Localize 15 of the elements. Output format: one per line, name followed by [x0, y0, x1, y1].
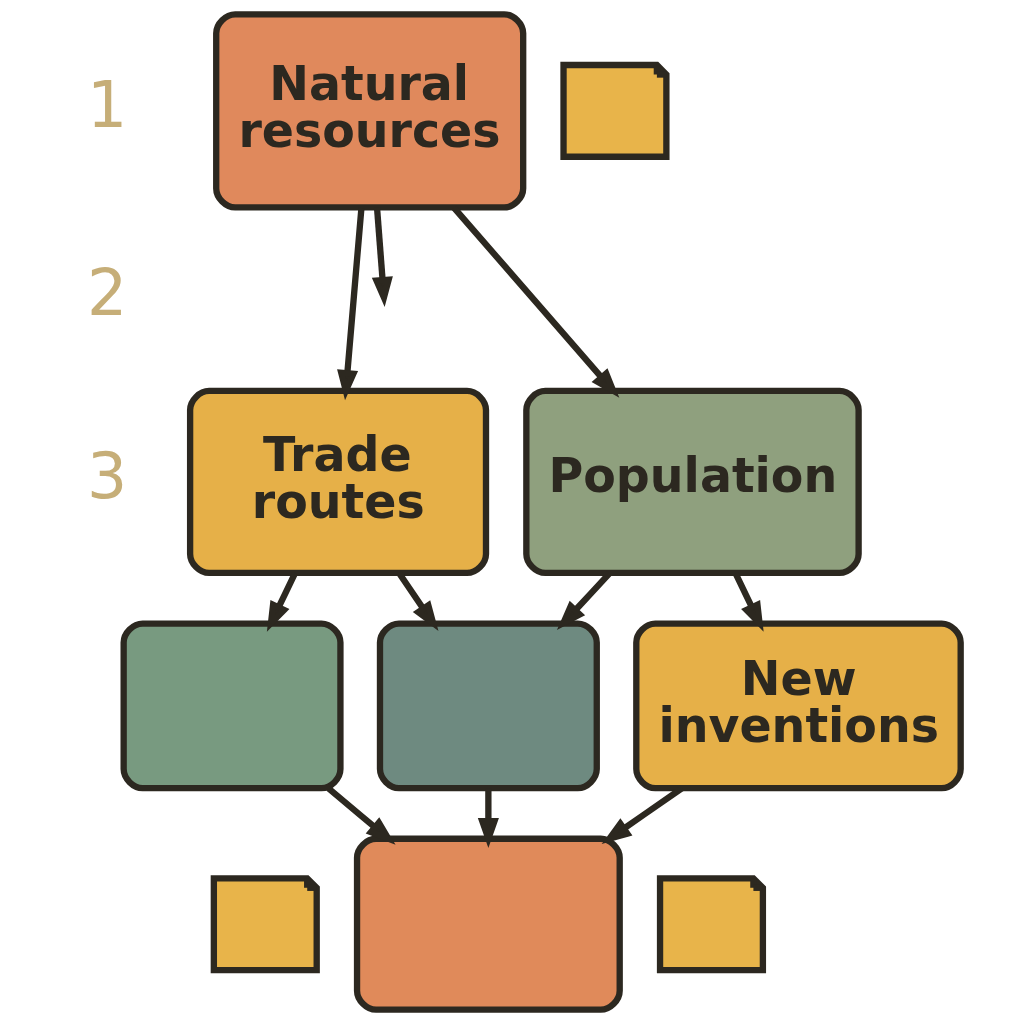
node-box	[353, 835, 623, 1013]
arrow	[371, 207, 393, 308]
label: 1	[86, 67, 127, 142]
label: 3	[86, 438, 127, 513]
label: 2	[86, 256, 127, 331]
node-box: Population	[522, 387, 862, 577]
node-note	[559, 61, 670, 160]
arrow	[336, 207, 365, 401]
arrow	[325, 785, 396, 845]
arrow	[477, 788, 499, 849]
node-box: Natural resources	[212, 11, 526, 211]
node-box: Trade routes	[186, 387, 489, 577]
node-box	[120, 620, 344, 792]
node-box	[376, 620, 600, 792]
node-box: New inventions	[632, 620, 964, 792]
